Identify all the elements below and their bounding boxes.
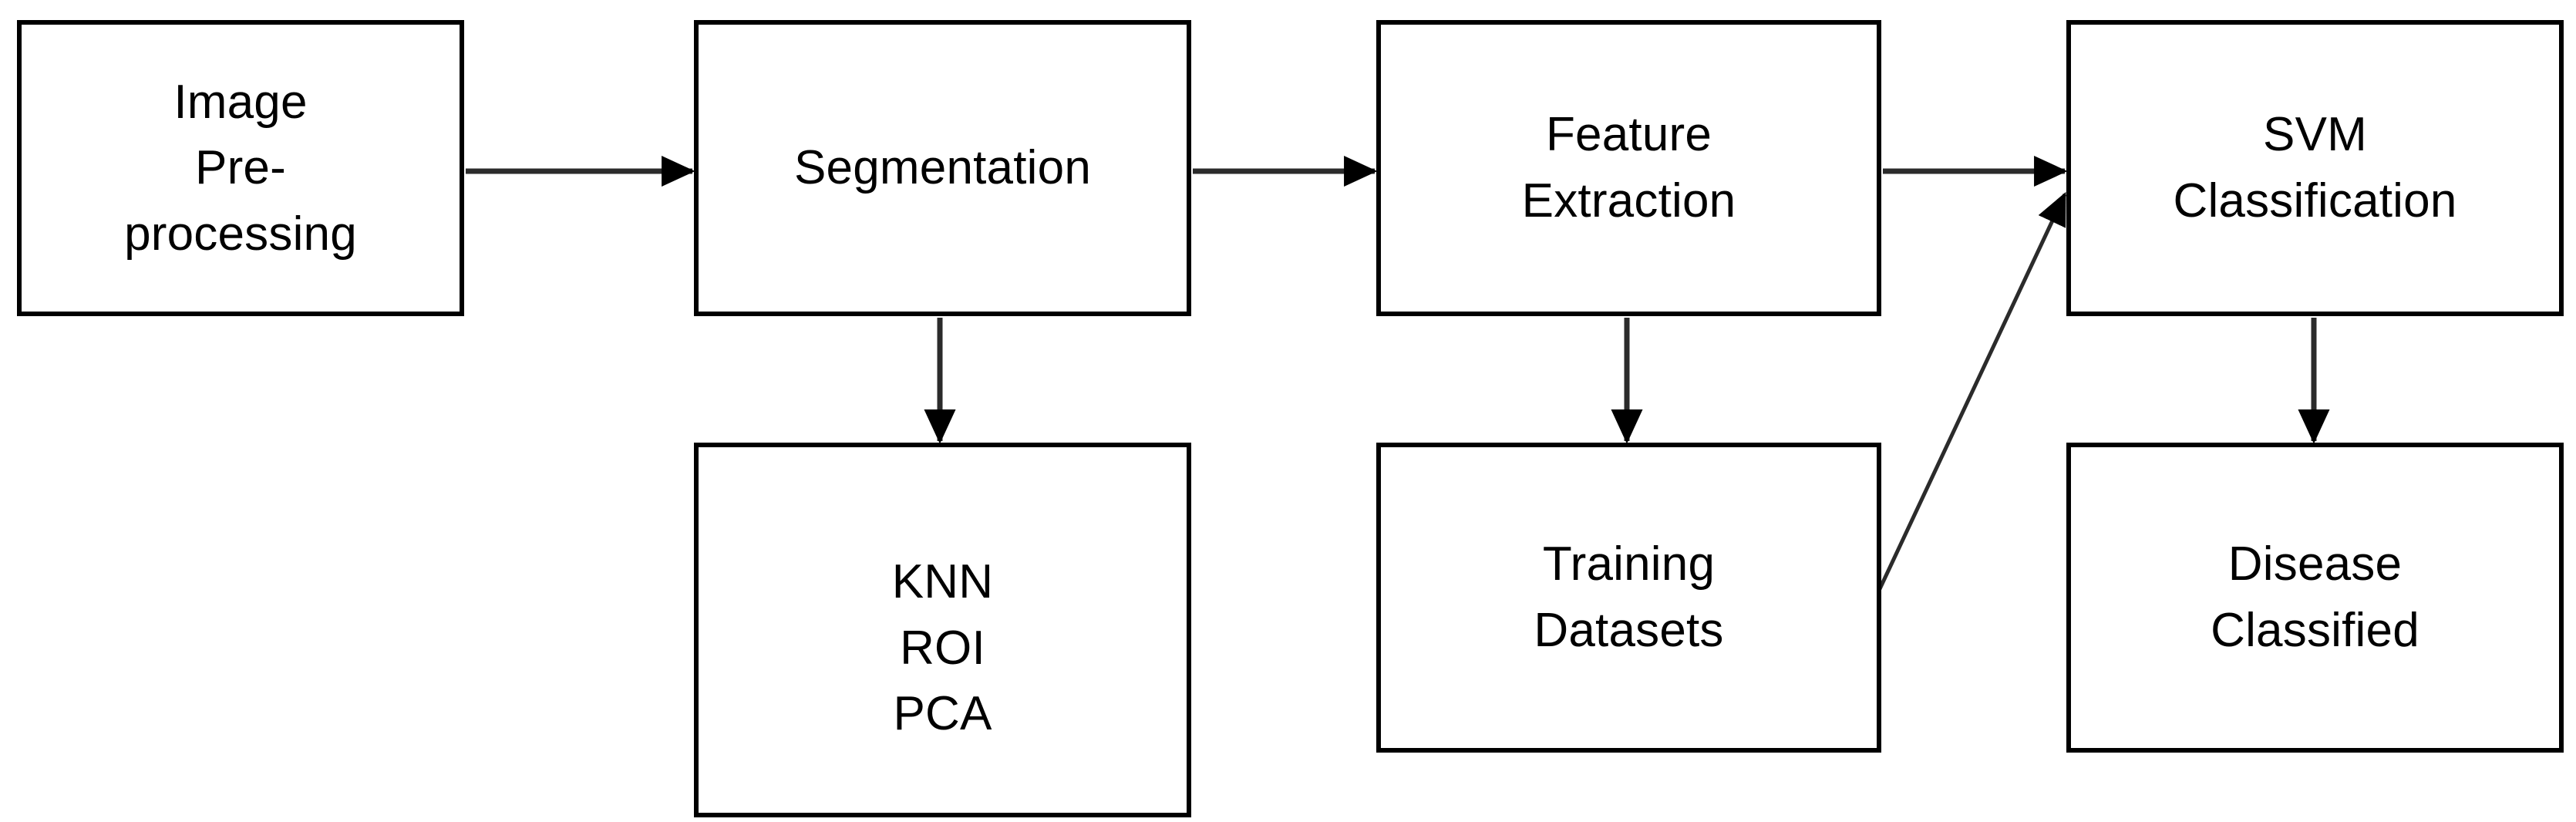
node-svm-classification[interactable]: SVM Classification bbox=[2066, 20, 2564, 316]
node-training-datasets[interactable]: Training Datasets bbox=[1376, 443, 1881, 753]
node-svm-classification-line-2: Classification bbox=[2173, 174, 2457, 227]
node-feature-extraction[interactable]: Feature Extraction bbox=[1376, 20, 1881, 316]
node-knn-roi-pca-line-3: PCA bbox=[893, 687, 992, 741]
node-feature-extraction-line-1: Feature bbox=[1545, 108, 1712, 162]
node-knn-roi-pca[interactable]: KNN ROI PCA bbox=[694, 443, 1191, 817]
node-segmentation-label: Segmentation bbox=[794, 141, 1091, 195]
node-image-preprocessing[interactable]: Image Pre- processing bbox=[17, 20, 464, 316]
node-image-preprocessing-line-2: Pre- bbox=[195, 141, 286, 195]
node-knn-roi-pca-line-1: KNN bbox=[891, 555, 994, 608]
node-svm-classification-line-1: SVM bbox=[2263, 108, 2367, 162]
node-image-preprocessing-line-1: Image bbox=[173, 75, 308, 129]
node-disease-classified[interactable]: Disease Classified bbox=[2066, 443, 2564, 753]
edge-training-to-svm bbox=[1876, 191, 2067, 594]
node-image-preprocessing-line-3: processing bbox=[124, 207, 357, 261]
node-training-datasets-line-2: Datasets bbox=[1534, 604, 1724, 657]
node-disease-classified-line-2: Classified bbox=[2211, 604, 2419, 657]
node-feature-extraction-line-2: Extraction bbox=[1521, 174, 1736, 227]
node-segmentation[interactable]: Segmentation bbox=[694, 20, 1191, 316]
node-disease-classified-line-1: Disease bbox=[2227, 537, 2403, 591]
node-knn-roi-pca-line-2: ROI bbox=[900, 621, 985, 675]
node-training-datasets-line-1: Training bbox=[1542, 537, 1716, 591]
